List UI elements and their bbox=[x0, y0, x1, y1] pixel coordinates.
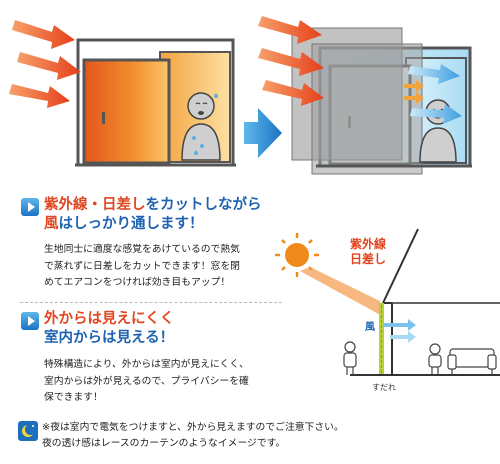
inside-person-icon bbox=[428, 343, 442, 375]
body-line: 保できます！ bbox=[44, 392, 103, 403]
heading-highlight-wind: 風 bbox=[44, 216, 59, 232]
wind-arrows-icon bbox=[404, 64, 462, 124]
section2-heading-line1: 外からは見えにくく bbox=[44, 311, 175, 327]
body-line: で蒸れずに日差しをカットできます！窓を閉 bbox=[44, 260, 240, 272]
body-line: 生地同士に適度な感覚をあけているので熱気 bbox=[44, 244, 240, 255]
note-line: 夜の透け感はレースのカーテンのようなイメージです。 bbox=[42, 438, 286, 449]
sweating-person-icon bbox=[181, 92, 221, 161]
section1-body: 生地同士に適度な感覚をあけているので熱気 で蒸れずに日差しをカットできます！窓を… bbox=[44, 242, 284, 292]
heading-text: をカットしながら bbox=[145, 197, 262, 213]
heading-text: はしっかり通します！ bbox=[58, 216, 204, 232]
transition-arrow-icon bbox=[244, 108, 282, 158]
section1-play-icon bbox=[21, 198, 39, 216]
heading-highlight-uv: 紫外線・日差し bbox=[44, 197, 146, 213]
section1-heading-line1: 紫外線・日差しをカットしながら bbox=[44, 196, 262, 215]
sun-icon bbox=[275, 233, 319, 277]
uv-label-line2: 日差し bbox=[350, 252, 387, 266]
body-line: 室内からは外が見えるので、プライバシーを確 bbox=[44, 375, 249, 387]
sunlight-arrows-icon bbox=[9, 20, 81, 108]
shaded-window-illustration bbox=[291, 27, 472, 175]
night-note: ※夜は室内で電気をつけますと、外から見えますのでご注意下さい。 夜の透け感はレー… bbox=[42, 420, 492, 452]
uv-label-line1: 紫外線 bbox=[350, 237, 387, 251]
moon-icon bbox=[18, 421, 38, 441]
section-divider bbox=[20, 302, 282, 303]
cross-section-diagram bbox=[275, 228, 500, 376]
window-comparison-illustration bbox=[9, 16, 472, 175]
sofa-icon bbox=[447, 348, 497, 375]
section2-body: 特殊構造により、外からは室内が見えにくく、 室内からは外が見えるので、プライバシ… bbox=[44, 357, 294, 407]
sunlight-arrows-right-icon bbox=[258, 16, 324, 106]
body-line: めてエアコンをつければ効き目もアップ！ bbox=[44, 277, 231, 288]
section2-heading: 外からは見えにくく 室内からは見える！ bbox=[44, 310, 174, 348]
section2-heading-line2: 室内からは見える！ bbox=[44, 330, 175, 346]
body-line: 特殊構造により、外からは室内が見えにくく、 bbox=[44, 359, 249, 370]
sudare-label: すだれ bbox=[372, 383, 396, 392]
wind-flow-icon bbox=[384, 319, 416, 343]
section2-play-icon bbox=[21, 312, 39, 330]
wind-label: 風 bbox=[365, 322, 375, 333]
section1-heading-line2: 風はしっかり通します！ bbox=[44, 215, 262, 234]
uv-label: 紫外線 日差し bbox=[350, 237, 386, 267]
outside-person-icon bbox=[343, 341, 357, 375]
section1-heading: 紫外線・日差しをカットしながら 風はしっかり通します！ bbox=[44, 196, 262, 234]
note-line: ※夜は室内で電気をつけますと、外から見えますのでご注意下さい。 bbox=[42, 422, 344, 433]
hot-window-illustration bbox=[75, 38, 236, 167]
